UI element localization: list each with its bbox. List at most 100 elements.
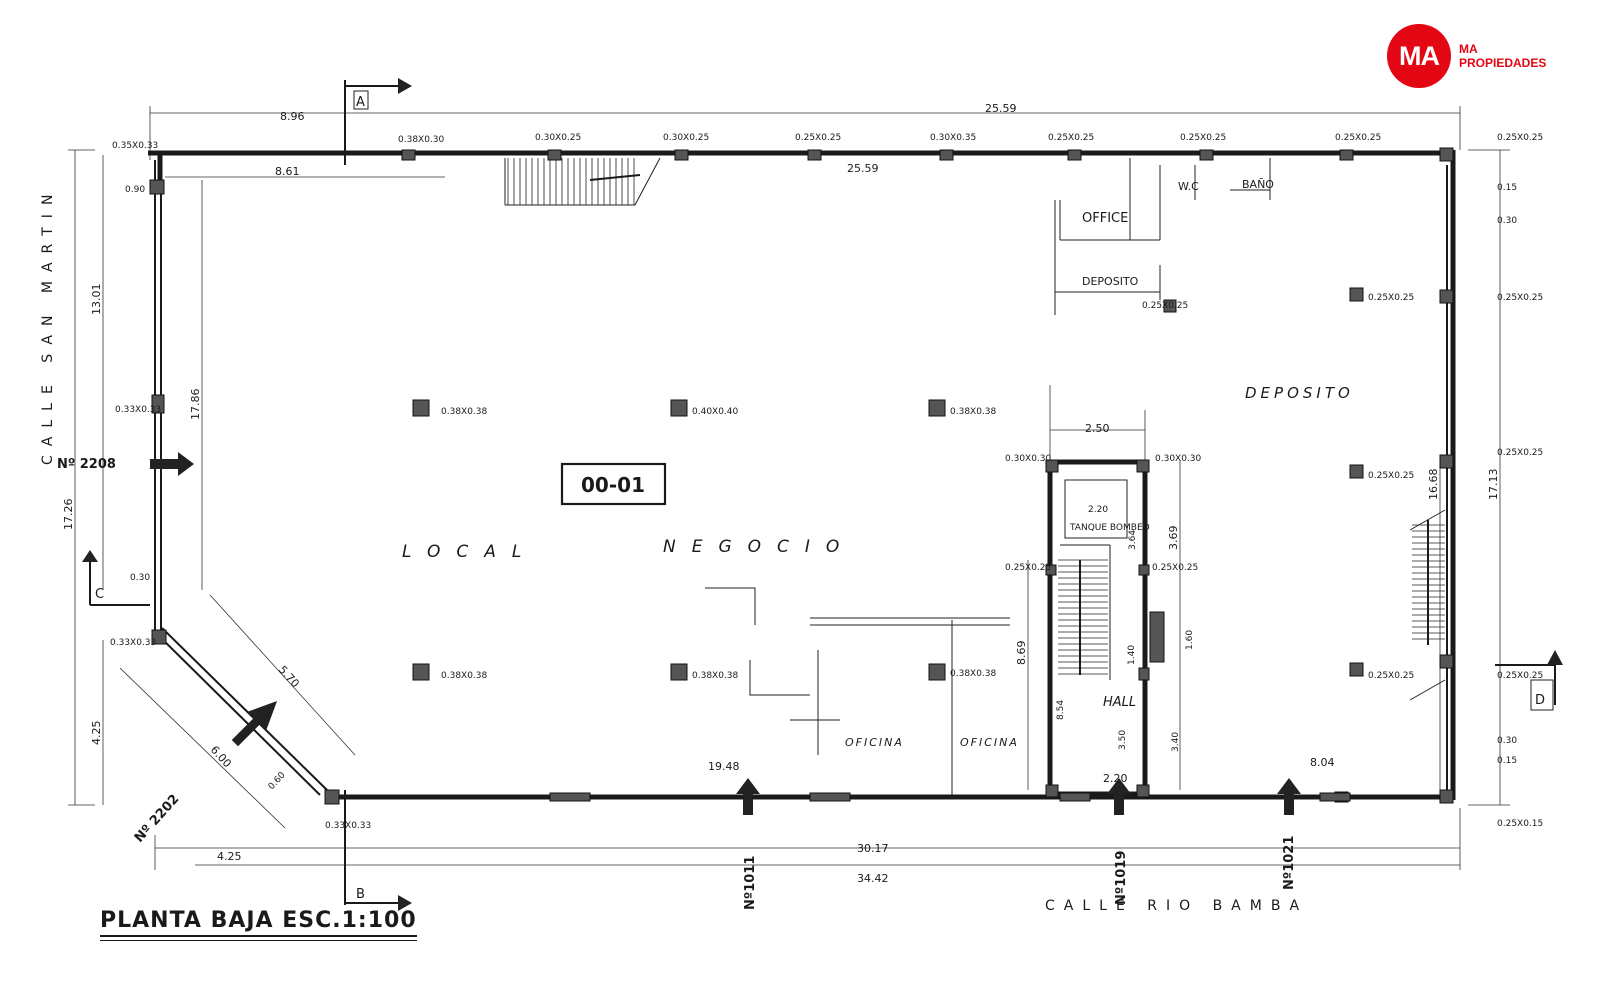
col-c17: 0.25X0.25 (1497, 448, 1543, 458)
unit-code-box (560, 462, 667, 506)
dim-4-25-v: 4.25 (90, 721, 103, 746)
structural-columns (149, 147, 1454, 805)
note-0-15: 0.15 (1497, 183, 1517, 193)
note-0-15-r2: 0.15 (1497, 756, 1517, 766)
dim-8-96: 8.96 (280, 110, 305, 123)
dim-0-30-c: 0.30 (130, 573, 150, 583)
entrance-arrow-1021 (1277, 778, 1301, 815)
dim-3-40: 3.40 (1171, 732, 1181, 752)
dim-25-59-top: 25.59 (985, 102, 1017, 115)
col-c15: 0.25X0.25 (1497, 293, 1543, 303)
section-markers (82, 78, 1563, 911)
col-c6: 0.30X0.35 (930, 133, 976, 143)
note-0-30-r: 0.30 (1497, 216, 1517, 226)
col-c5: 0.25X0.25 (795, 133, 841, 143)
room-oficina-1: OFICINA (845, 736, 904, 749)
dim-30-17: 30.17 (857, 842, 889, 855)
room-bano: BAÑO (1242, 178, 1274, 191)
room-deposito-small: DEPOSITO (1082, 275, 1139, 288)
dim-8-04: 8.04 (1310, 756, 1335, 769)
room-wc: W.C (1178, 180, 1199, 193)
col-c13: 0.38X0.38 (950, 407, 997, 417)
dim-17-26: 17.26 (62, 499, 75, 531)
dim-16-68: 16.68 (1427, 469, 1440, 501)
col-c11: 0.38X0.38 (441, 407, 488, 417)
col-c2: 0.38X0.30 (398, 135, 445, 145)
col-c31: 0.25X0.25 (1142, 301, 1188, 311)
dim-13-01: 13.01 (90, 284, 103, 316)
entrance-arrow-2208 (150, 452, 194, 476)
note-0-90: 0.90 (125, 185, 145, 195)
stair-tread (1409, 679, 1446, 701)
room-local: LOCAL (402, 542, 537, 562)
room-hall: HALL (1103, 695, 1136, 710)
dim-8-54: 8.54 (1056, 700, 1066, 720)
dim-34-42: 34.42 (857, 872, 889, 885)
col-c30: 0.25X0.25 (1152, 563, 1198, 573)
brand-line-2: PROPIEDADES (1459, 56, 1547, 70)
stair-tread (589, 174, 641, 181)
col-c29: 0.25X0.25 (1005, 563, 1051, 573)
col-c7: 0.25X0.25 (1048, 133, 1094, 143)
room-deposito-main: DEPOSITO (1245, 384, 1354, 402)
col-c26: 0.33X0.33 (325, 821, 371, 831)
room-negocio: NEGOCIO (663, 537, 855, 557)
col-c3: 0.30X0.25 (535, 133, 581, 143)
col-c8: 0.25X0.25 (1180, 133, 1226, 143)
brand-logo[interactable]: MA MA PROPIEDADES (1387, 24, 1567, 88)
dim-3-64: 3.64 (1128, 530, 1138, 550)
col-c19: 0.38X0.38 (692, 671, 739, 681)
street-number-1011: Nº1011 (743, 856, 758, 910)
stair-hall (1058, 559, 1108, 675)
stair-tread (1409, 509, 1446, 531)
dim-8-61: 8.61 (275, 165, 300, 178)
col-c14: 0.25X0.25 (1368, 293, 1414, 303)
stair-right (1409, 509, 1446, 701)
street-number-2208: Nº 2208 (57, 457, 116, 472)
dim-1-40: 1.40 (1127, 645, 1137, 665)
dim-0-60: 0.60 (267, 770, 288, 792)
col-c24: 0.33X0.33 (115, 405, 161, 415)
street-number-1019: Nº1019 (1114, 851, 1129, 905)
entrance-arrows (150, 452, 1301, 815)
plan-title: PLANTA BAJA ESC.1:100 (100, 908, 417, 941)
service-partitions (1054, 158, 1271, 315)
dim-5-70: 5.70 (276, 663, 302, 690)
interior-partitions (705, 587, 1010, 795)
section-label-a: A (356, 95, 365, 110)
dimension-lines (68, 106, 1510, 870)
dim-2-20-bottom: 2.20 (1103, 772, 1128, 785)
street-rio-bamba: CALLE RIO BAMBA (1045, 898, 1308, 914)
col-c16: 0.25X0.25 (1368, 471, 1414, 481)
entrance-arrow-1019 (1107, 778, 1131, 815)
dim-3-50: 3.50 (1118, 730, 1128, 750)
col-c20: 0.38X0.38 (950, 669, 997, 679)
dim-4-25-h: 4.25 (217, 850, 242, 863)
col-c21: 0.25X0.25 (1368, 671, 1414, 681)
dim-2-20-top: 2.20 (1088, 505, 1108, 515)
outer-walls (148, 150, 1456, 800)
dim-1-60: 1.60 (1185, 630, 1195, 650)
note-0-30-r2: 0.30 (1497, 736, 1517, 746)
col-c18: 0.38X0.38 (441, 671, 488, 681)
text-labels: 00-01 LOCAL NEGOCIO DEPOSITO OFFICE DEPO… (40, 95, 1545, 914)
street-number-2202: Nº 2202 (132, 792, 183, 846)
dim-17-86: 17.86 (189, 389, 202, 421)
section-label-b: B (356, 887, 365, 902)
stair-tread (634, 157, 661, 206)
brand-line-1: MA (1459, 42, 1478, 56)
dim-17-13: 17.13 (1487, 469, 1500, 501)
street-number-1021: Nº1021 (1282, 836, 1297, 890)
brand-logo-mark: MA (1387, 24, 1451, 88)
section-label-c: C (95, 587, 104, 602)
col-c4: 0.30X0.25 (663, 133, 709, 143)
dim-19-48: 19.48 (708, 760, 740, 773)
col-c9: 0.25X0.25 (1335, 133, 1381, 143)
dim-25-59-inner: 25.59 (847, 162, 879, 175)
unit-code: 00-01 (581, 473, 645, 497)
dim-8-69: 8.69 (1015, 641, 1028, 666)
col-c1: 0.35X0.33 (112, 141, 158, 151)
tank-label: TANQUE BOMBEO (1069, 523, 1150, 533)
col-c28: 0.30X0.30 (1155, 454, 1202, 464)
